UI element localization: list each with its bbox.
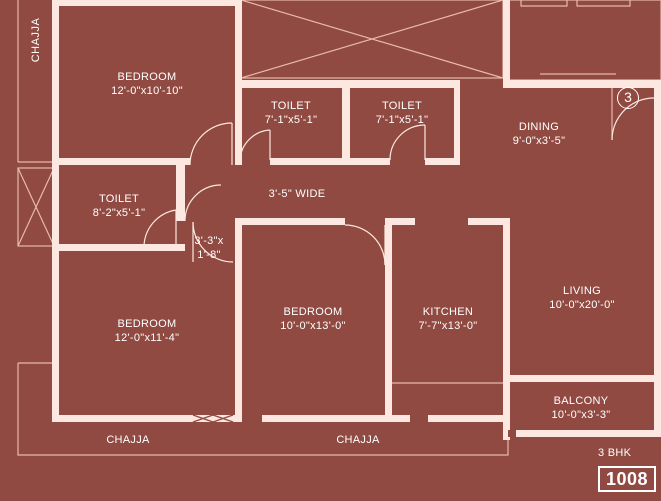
floor-plan bbox=[17, 0, 661, 456]
